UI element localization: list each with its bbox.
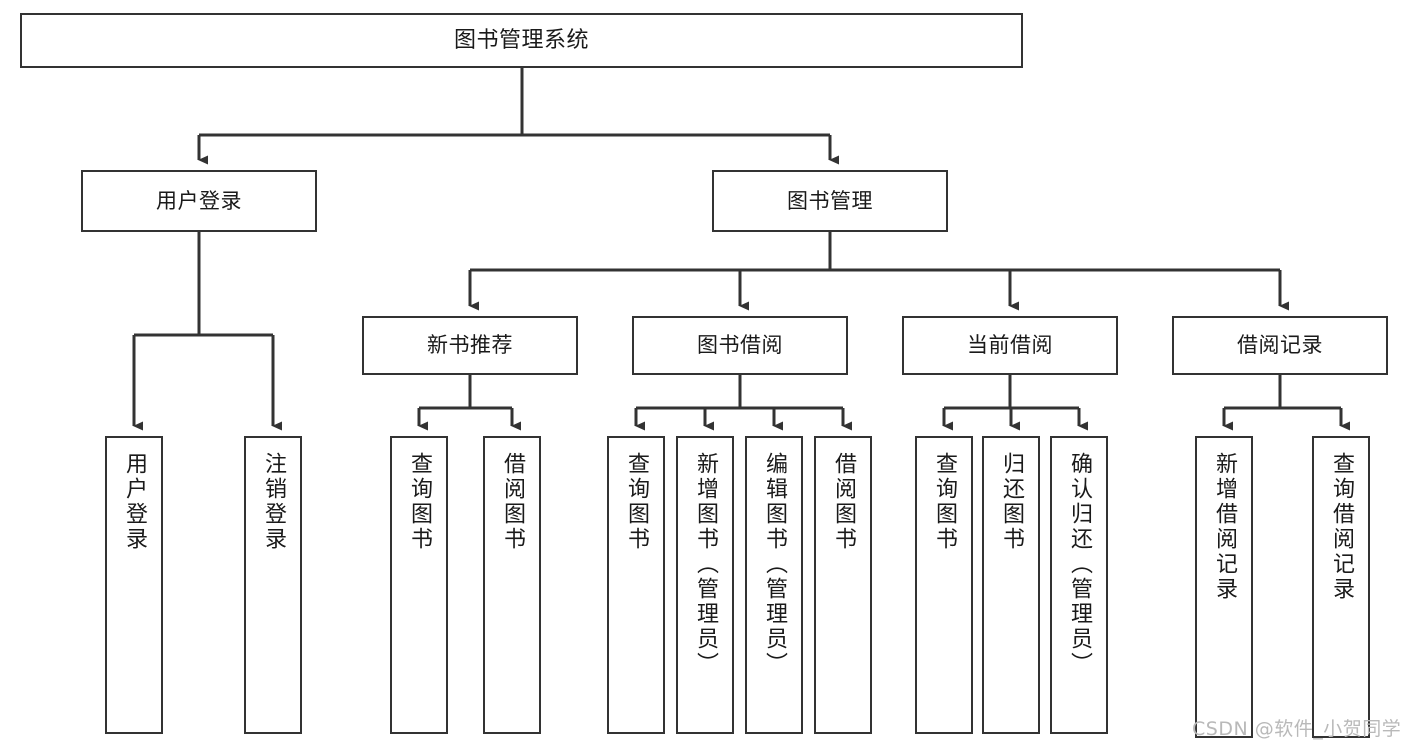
leaf-borrow-query-book[interactable]: 查询图书 [607,436,665,734]
leaf-user-logout[interactable]: 注销登录 [244,436,302,734]
node-label: 图书管理系统 [453,27,589,53]
leaf-record-query-borrow-record[interactable]: 查询借阅记录 [1312,436,1370,738]
node-label: 借阅图书 [500,452,525,552]
node-new-book-recommend[interactable]: 新书推荐 [362,316,578,375]
node-label: 用户登录 [156,188,242,213]
node-label: 查询图书 [624,452,649,552]
leaf-current-confirm-return-admin[interactable]: 确认归还（管理员） [1050,436,1108,734]
node-current-borrow[interactable]: 当前借阅 [902,316,1118,375]
node-user-login[interactable]: 用户登录 [81,170,317,232]
node-label: 确认归还（管理员） [1067,452,1092,677]
csdn-watermark: CSDN @软件_小贺同学 [1192,718,1402,740]
node-label: 用户登录 [122,452,147,552]
node-label: 图书借阅 [697,333,783,358]
leaf-borrow-edit-book-admin[interactable]: 编辑图书（管理员） [745,436,803,734]
leaf-record-add-borrow-record[interactable]: 新增借阅记录 [1195,436,1253,738]
node-book-borrow[interactable]: 图书借阅 [632,316,848,375]
node-label: 新书推荐 [427,333,513,358]
node-borrow-record[interactable]: 借阅记录 [1172,316,1388,375]
leaf-current-query-book[interactable]: 查询图书 [915,436,973,734]
node-label: 新增图书（管理员） [693,452,718,677]
leaf-recommend-borrow-book[interactable]: 借阅图书 [483,436,541,734]
leaf-recommend-query-book[interactable]: 查询图书 [390,436,448,734]
node-label: 编辑图书（管理员） [762,452,787,677]
leaf-current-return-book[interactable]: 归还图书 [982,436,1040,734]
leaf-borrow-add-book-admin[interactable]: 新增图书（管理员） [676,436,734,734]
node-label: 当前借阅 [967,333,1053,358]
node-book-management[interactable]: 图书管理 [712,170,948,232]
node-label: 注销登录 [261,452,286,552]
node-label: 借阅记录 [1237,333,1323,358]
node-root-book-management-system[interactable]: 图书管理系统 [20,13,1023,68]
node-label: 查询图书 [407,452,432,552]
node-label: 归还图书 [999,452,1024,552]
node-label: 借阅图书 [831,452,856,552]
leaf-borrow-borrow-book[interactable]: 借阅图书 [814,436,872,734]
node-label: 查询借阅记录 [1329,452,1354,602]
node-label: 图书管理 [787,188,873,213]
leaf-user-login[interactable]: 用户登录 [105,436,163,734]
node-label: 查询图书 [932,452,957,552]
node-label: 新增借阅记录 [1212,452,1237,602]
